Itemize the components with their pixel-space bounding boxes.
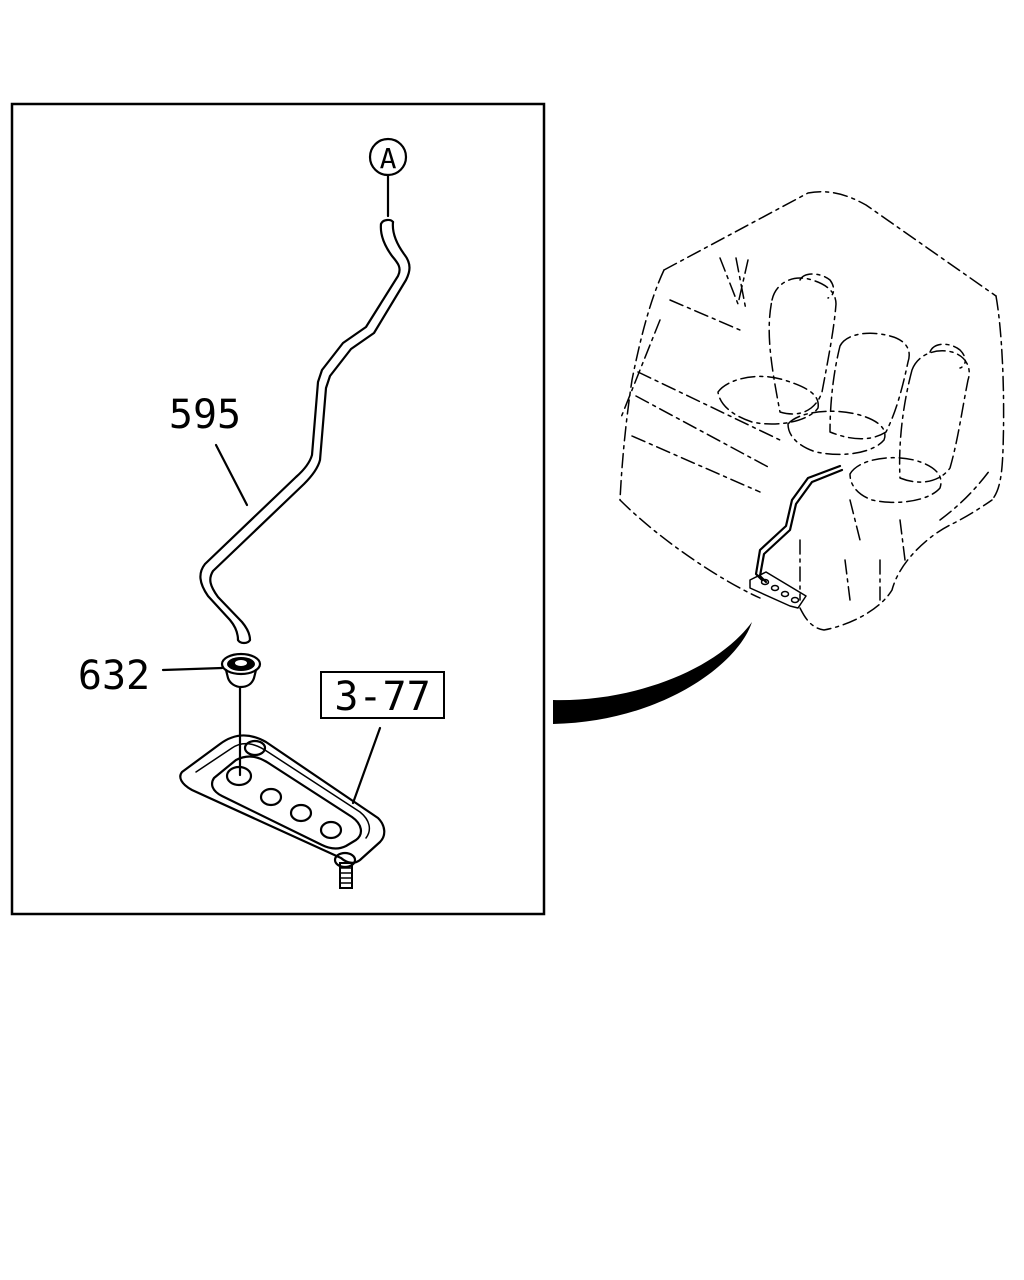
vehicle-hose (754, 464, 844, 584)
ref-box-3-77[interactable]: 3-77 (320, 671, 445, 720)
label-632: 632 (78, 653, 150, 699)
floor-plate[interactable] (179, 734, 386, 869)
seat-left (717, 273, 837, 425)
grommet-632[interactable] (220, 652, 262, 689)
leader-632 (161, 666, 224, 672)
ref-box-label: 3-77 (334, 674, 430, 720)
label-595: 595 (169, 392, 241, 438)
leader-3-77 (351, 726, 382, 805)
ref-a-marker[interactable]: A (368, 137, 408, 177)
hose-595[interactable] (199, 218, 411, 645)
detail-frame (10, 102, 546, 916)
seat-right (849, 343, 970, 504)
vehicle-cabin-outline (619, 191, 1005, 631)
vehicle-floor-plate (749, 571, 807, 609)
ref-a-label: A (380, 142, 397, 175)
leader-595 (214, 443, 249, 507)
pointer-arrow (553, 622, 752, 724)
ref-box-frame (320, 671, 445, 719)
screw[interactable] (339, 862, 353, 889)
seat-middle (787, 332, 910, 456)
